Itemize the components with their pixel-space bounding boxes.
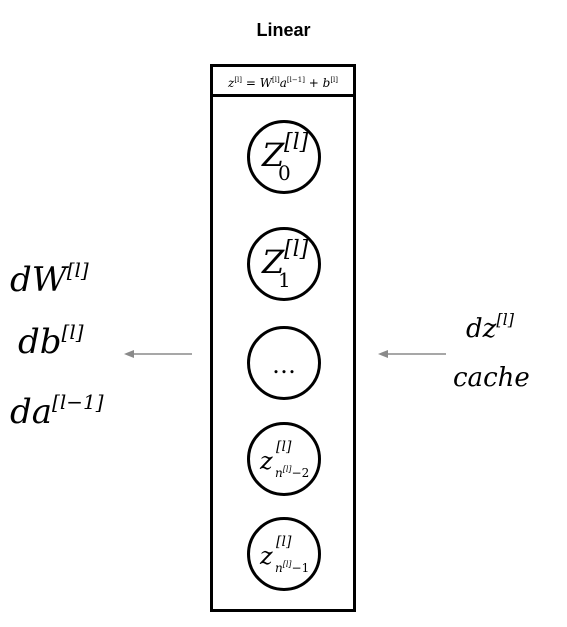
linear-layer-box: z[l] = W[l]a[l−1] + b[l] Z [l] 0 Z [l] 1… [210,64,356,612]
node-z-n-minus-1: z [l] n[l]−1 [247,517,321,591]
output-db: db[l] [18,320,84,362]
input-dz: dz[l] [466,310,514,344]
linear-formula: z[l] = W[l]a[l−1] + b[l] [213,67,353,97]
diagram-title: Linear [256,20,311,40]
output-da: da[l−1] [10,390,104,432]
input-cache: cache [453,363,530,393]
left-arrow [124,350,192,358]
node-z0: Z [l] 0 [247,120,321,194]
node-ellipsis: … [247,326,321,400]
node-z-n-minus-2: z [l] n[l]−2 [247,422,321,496]
right-arrow [378,350,446,358]
output-dW: dW[l] [10,258,89,300]
node-z1: Z [l] 1 [247,227,321,301]
